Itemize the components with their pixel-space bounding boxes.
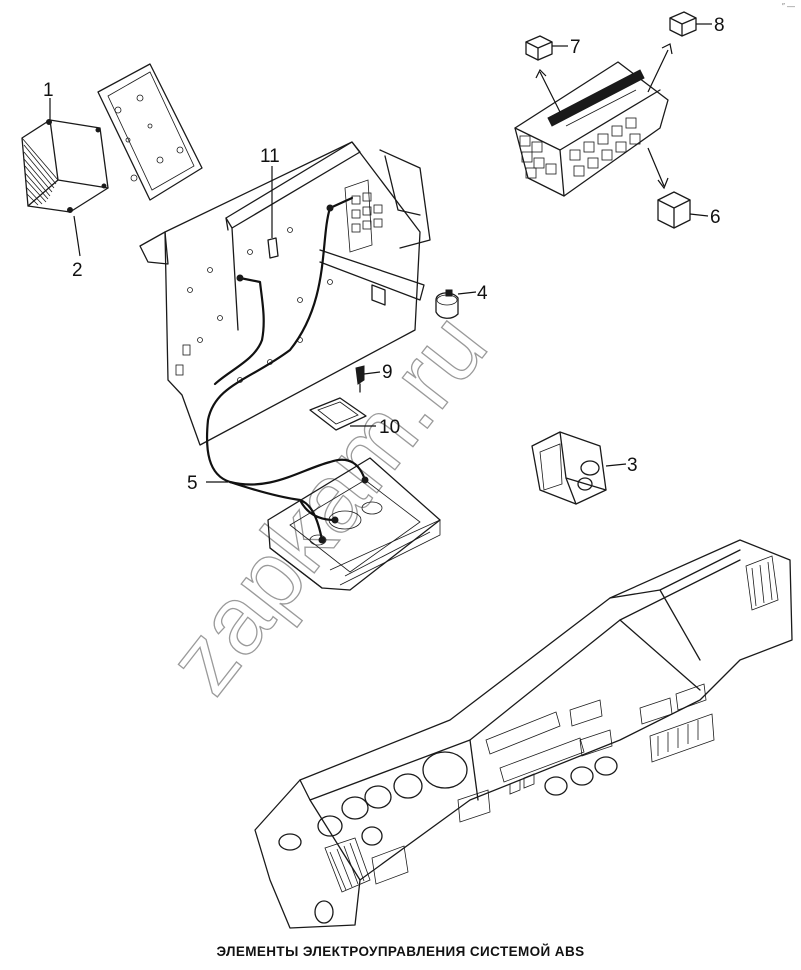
callout-1: 1 <box>43 80 54 101</box>
callout-2: 2 <box>72 260 83 281</box>
fuse-relay-block <box>514 61 669 197</box>
gasket <box>309 397 367 431</box>
watermark: zapkam.ru <box>147 293 509 713</box>
callout-labels: 1 2 3 4 5 6 7 8 9 10 11 <box>43 15 725 494</box>
dashboard-switch <box>531 431 607 505</box>
unit-bracket <box>97 63 203 201</box>
callout-9: 9 <box>382 362 393 383</box>
callout-10: 10 <box>379 417 400 438</box>
center-console <box>267 457 441 591</box>
callout-8: 8 <box>714 15 725 36</box>
relay-arrows <box>535 43 673 190</box>
mounting-panel <box>139 141 431 446</box>
callout-5: 5 <box>187 473 198 494</box>
callout-3: 3 <box>627 455 638 476</box>
corner-mark: ″ — <box>781 2 795 11</box>
dashboard <box>254 539 793 929</box>
relay-8 <box>669 11 697 37</box>
abs-control-unit <box>21 119 109 213</box>
callout-7: 7 <box>570 37 581 58</box>
relay-6 <box>657 191 691 229</box>
connector <box>435 289 459 319</box>
clip <box>267 237 279 259</box>
callout-11: 11 <box>260 146 280 167</box>
diagram-caption: ЭЛЕМЕНТЫ ЭЛЕКТРОУПРАВЛЕНИЯ СИСТЕМОЙ ABS <box>216 944 585 959</box>
fastener <box>355 365 365 393</box>
leader-lines <box>49 23 712 483</box>
watermark-text: zapkam.ru <box>147 294 507 713</box>
callout-6: 6 <box>710 207 721 228</box>
callout-4: 4 <box>477 283 488 304</box>
relay-7 <box>525 35 553 61</box>
